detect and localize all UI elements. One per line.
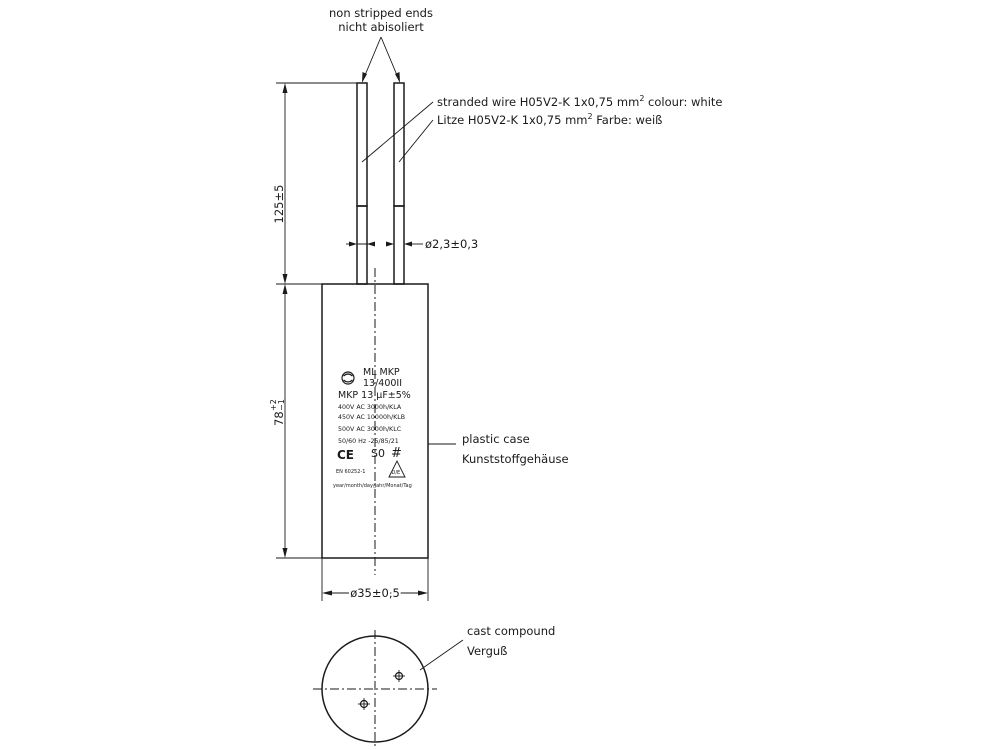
left-wire-upper bbox=[356, 82, 368, 207]
terminal-hole-upper bbox=[393, 670, 405, 682]
dim-body-diameter-text: ø35±0,5 bbox=[350, 586, 400, 600]
dim-body-height: 78 +2 −1 bbox=[269, 284, 322, 559]
dim-wire-diameter-text: ø2,3±0,3 bbox=[425, 237, 478, 251]
callout-wire-de: Litze H05V2-K 1x0,75 mm2 Farbe: weiß bbox=[437, 112, 662, 127]
label-line-500v: 500V AC 3000h/KLC bbox=[338, 426, 402, 433]
svg-text:D/E: D/E bbox=[392, 470, 401, 476]
label-brand-line1: ML MKP bbox=[363, 367, 400, 378]
s0-mark: S0 bbox=[371, 447, 385, 460]
callout-non-stripped-ends: non stripped ends nicht abisoliert bbox=[329, 6, 433, 83]
callout-compound-de: Verguß bbox=[467, 644, 507, 658]
hash-mark: # bbox=[391, 446, 402, 461]
capacitor-body bbox=[321, 268, 429, 575]
callout-ends-de: nicht abisoliert bbox=[338, 20, 424, 34]
wire-leads bbox=[356, 82, 405, 285]
callout-plastic-case: plastic case Kunststoffgehäuse bbox=[428, 432, 569, 466]
label-line-450v: 450V AC 10000h/KLB bbox=[338, 414, 405, 421]
left-wire-lower bbox=[356, 205, 368, 285]
callout-stranded-wire: stranded wire H05V2-K 1x0,75 mm2 colour:… bbox=[361, 94, 722, 163]
callout-cast-compound: cast compound Verguß bbox=[419, 624, 555, 671]
label-line-400v: 400V AC 3000h/KLA bbox=[338, 404, 402, 411]
dim-lead-length-text: 125±5 bbox=[272, 185, 286, 224]
callout-wire-en: stranded wire H05V2-K 1x0,75 mm2 colour:… bbox=[437, 94, 722, 109]
callout-case-de: Kunststoffgehäuse bbox=[462, 452, 569, 466]
ce-mark: CE bbox=[337, 448, 354, 462]
dim-body-height-tol-upper: +2 bbox=[269, 399, 278, 411]
dim-body-diameter: ø35±0,5 bbox=[321, 558, 429, 602]
vde-triangle-icon: D/E bbox=[388, 459, 406, 478]
dim-body-height-text: 78 bbox=[272, 411, 286, 426]
label-line-frequency: 50/60 Hz -25/85/21 bbox=[338, 438, 399, 445]
label-spec-line: MKP 13 µF±5% bbox=[338, 390, 411, 401]
callout-ends-en: non stripped ends bbox=[329, 6, 433, 20]
manufacturer-logo-icon bbox=[341, 371, 355, 385]
label-en-standard: EN 60252-1 bbox=[336, 469, 365, 475]
dim-body-height-tol-lower: −1 bbox=[277, 399, 286, 411]
label-date-line: year/month/day/Jahr/Monat/Tag bbox=[333, 483, 412, 489]
label-brand-line2: 13/400II bbox=[363, 378, 402, 389]
right-wire-upper bbox=[393, 82, 405, 207]
callout-compound-en: cast compound bbox=[467, 624, 555, 638]
dim-lead-length: 125±5 bbox=[272, 82, 357, 285]
callout-case-en: plastic case bbox=[462, 432, 530, 446]
bottom-view bbox=[313, 630, 437, 748]
right-wire-lower bbox=[393, 205, 405, 285]
case-label: ML MKP 13/400II MKP 13 µF±5% 400V AC 300… bbox=[333, 367, 412, 489]
terminal-hole-lower bbox=[358, 698, 370, 710]
dim-wire-diameter: ø2,3±0,3 bbox=[346, 237, 478, 251]
